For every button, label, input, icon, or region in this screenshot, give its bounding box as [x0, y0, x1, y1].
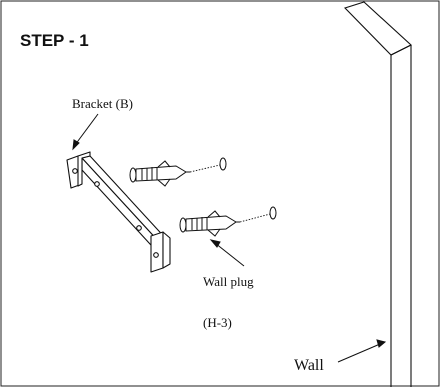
- step-title: STEP - 1: [20, 31, 89, 50]
- wall-pointer-arrow: [337, 339, 387, 363]
- bracket-pointer-arrow: [72, 113, 99, 151]
- bracket-label: Bracket (B): [72, 96, 133, 111]
- wall-plug-lower-path: [239, 206, 277, 223]
- bracket-illustration: [66, 151, 171, 273]
- wall-label: Wall: [294, 357, 324, 374]
- wall-plug-pointer-arrow: [209, 239, 245, 267]
- wall-plug-lower-icon: [179, 210, 240, 237]
- wall-plug-label: Wall plug: [203, 274, 254, 289]
- wall-plug-upper-icon: [129, 160, 190, 187]
- wall-plug-code: (H-3): [203, 315, 232, 330]
- wall-plug-upper-path: [189, 157, 227, 173]
- wall-illustration: [343, 1, 412, 387]
